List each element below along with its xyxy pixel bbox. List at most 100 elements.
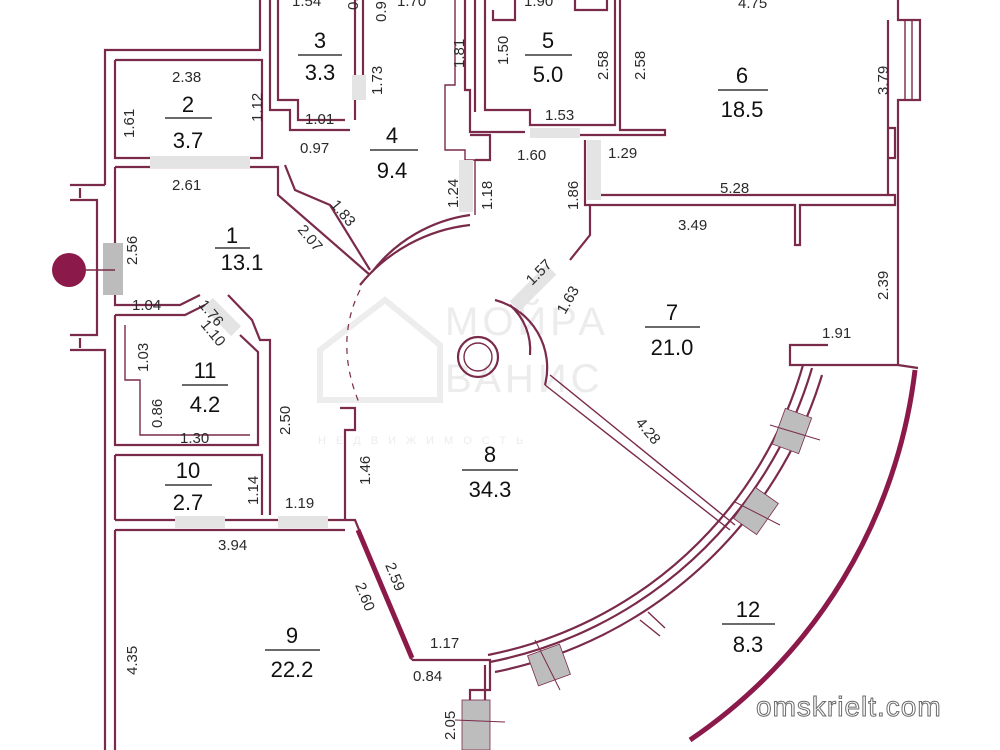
room-3-label: 3 3.3 — [298, 28, 342, 85]
dimension-label: 4.28 — [632, 415, 664, 448]
door-opening — [150, 156, 250, 168]
dimension-label: 0.86 — [149, 399, 166, 428]
watermark-house-icon — [317, 296, 443, 403]
dimension-label: 0.97 — [300, 140, 329, 157]
watermark-line2: ВАНИС — [445, 357, 604, 401]
window — [103, 243, 123, 295]
watermark: МОЙРА ВАНИС НЕДВИЖИМОСТЬ — [317, 296, 609, 447]
room-area: 18.5 — [721, 97, 764, 122]
room-area: 34.3 — [469, 477, 512, 502]
dimension-label: 1.60 — [517, 147, 546, 164]
openings — [103, 75, 821, 750]
dimension-label: 3.79 — [875, 66, 892, 95]
window — [771, 407, 813, 455]
dimension-label: 1.19 — [285, 495, 314, 512]
dimension-label: 1.29 — [608, 145, 637, 162]
dimension-label: 2.07 — [294, 222, 326, 255]
room-7-label: 7 21.0 — [645, 300, 700, 360]
room-number: 7 — [666, 300, 678, 325]
dimension-label: 1.01 — [305, 111, 334, 128]
dimension-label: 1.91 — [822, 325, 851, 342]
room-6-label: 6 18.5 — [718, 63, 768, 122]
dimension-label: 1.83 — [327, 197, 359, 230]
dimension-label: 2.50 — [277, 406, 294, 435]
room-12-label: 12 8.3 — [722, 597, 775, 657]
dimension-label: 1.14 — [245, 476, 262, 505]
dimension-label: 1.86 — [565, 181, 582, 210]
room-number: 4 — [386, 123, 398, 148]
dimension-label: 1.70 — [397, 0, 426, 10]
room-labels: 1 13.1 2 3.7 3 3.3 4 9.4 5 5.0 6 18.5 — [165, 28, 775, 682]
dimension-label: 1.18 — [479, 181, 496, 210]
dimension-label: 3.94 — [218, 537, 247, 554]
watermark-line3: НЕДВИЖИМОСТЬ — [318, 435, 533, 447]
room-number: 9 — [286, 623, 298, 648]
dimension-label: 1.04 — [132, 297, 161, 314]
door-opening — [587, 140, 601, 200]
dimension-label: 2.38 — [172, 69, 201, 86]
door-opening — [459, 160, 473, 212]
room-area: 21.0 — [651, 335, 694, 360]
dimension-label: 1.54 — [292, 0, 321, 10]
room-number: 11 — [194, 358, 217, 383]
window — [461, 699, 491, 750]
dimension-label: 2.58 — [632, 51, 649, 80]
room-area: 3.7 — [173, 128, 204, 153]
door-opening — [175, 516, 225, 528]
dimension-label: 1.46 — [357, 456, 374, 485]
room-area: 2.7 — [173, 490, 204, 515]
dimension-label: 1.90 — [524, 0, 553, 10]
dimension-label: 0.9 — [345, 0, 362, 10]
dimension-label: 1.12 — [249, 93, 266, 122]
dimension-label: 0.9 — [373, 1, 390, 22]
room-2-label: 2 3.7 — [165, 92, 212, 153]
dimension-label: 0.84 — [413, 668, 442, 685]
room-area: 9.4 — [377, 158, 408, 183]
room-11-label: 11 4.2 — [182, 358, 228, 417]
room-5-label: 5 5.0 — [525, 28, 572, 87]
dimension-label: 2.05 — [442, 711, 459, 740]
dimension-label: 2.60 — [351, 580, 378, 613]
room-number: 1 — [226, 223, 238, 248]
room-1-label: 1 13.1 — [215, 223, 263, 275]
dimension-label: 2.39 — [875, 271, 892, 300]
room-10-label: 10 2.7 — [165, 458, 212, 515]
dimension-label: 4.75 — [738, 0, 767, 12]
dimension-label: 2.61 — [172, 177, 201, 194]
dimension-label: 1.81 — [451, 39, 468, 68]
dimension-label: 5.28 — [720, 180, 749, 197]
room-area: 13.1 — [221, 250, 264, 275]
dimension-labels: 2.38 1.61 1.12 2.61 2.56 2.07 1.83 1.01 … — [121, 0, 892, 740]
room-9-label: 9 22.2 — [265, 623, 320, 682]
dimension-label: 1.24 — [445, 179, 462, 208]
room-8-label: 8 34.3 — [462, 442, 518, 502]
entrance-marker — [52, 253, 86, 287]
room-number: 6 — [736, 63, 748, 88]
dimension-label: 4.35 — [124, 646, 141, 675]
room-number: 5 — [542, 28, 554, 53]
door-opening — [352, 75, 366, 100]
door-opening — [530, 128, 580, 138]
door-opening — [278, 516, 328, 528]
room-area: 3.3 — [305, 60, 336, 85]
room-4-label: 4 9.4 — [370, 123, 418, 183]
door-opening — [509, 264, 557, 312]
room-number: 12 — [736, 597, 760, 622]
room-area: 8.3 — [733, 632, 764, 657]
door-opening — [202, 297, 242, 337]
room-number: 8 — [484, 442, 496, 467]
room-area: 22.2 — [271, 657, 314, 682]
dimension-label: 1.50 — [495, 36, 512, 65]
room-number: 10 — [176, 458, 200, 483]
site-url: omskrielt.com — [756, 691, 942, 722]
room-area: 4.2 — [190, 392, 221, 417]
watermark-line1: МОЙРА — [445, 298, 609, 344]
room-number: 3 — [314, 28, 326, 53]
dimension-label: 3.49 — [678, 217, 707, 234]
dimension-label: 1.03 — [135, 343, 152, 372]
dimension-label: 2.56 — [124, 236, 141, 265]
room-area: 5.0 — [533, 62, 564, 87]
dimension-label: 1.53 — [545, 107, 574, 124]
room-number: 2 — [182, 92, 194, 117]
